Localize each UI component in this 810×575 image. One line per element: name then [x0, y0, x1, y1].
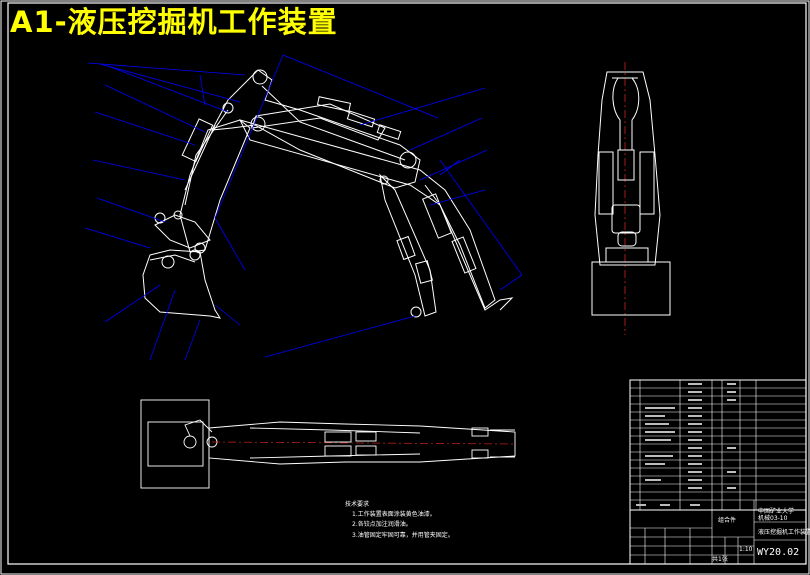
boom-cylinder: [251, 103, 386, 141]
inner-frame: [7, 2, 807, 565]
top-view-arm: [208, 421, 516, 465]
boom-foot-pin: [250, 116, 266, 132]
notes-line-3: 3.油管固定牢固可靠，并用管夹固定。: [352, 531, 454, 539]
title-block-class: 机械03-10: [758, 514, 788, 522]
parts-list-marks: [636, 383, 736, 506]
notes-line-2: 2.各铰点加注润滑油。: [352, 520, 412, 528]
rear-boom: [239, 119, 496, 309]
rear-arm-cylinder: [421, 193, 453, 239]
arm-cylinder: [181, 118, 214, 163]
front-bucket: [591, 261, 671, 316]
front-cylinder-right: [639, 151, 655, 215]
leader-lines: [84, 54, 523, 361]
title-block-drawing-no: WY20.02: [757, 547, 799, 558]
arm: [179, 119, 251, 253]
boom: [211, 69, 421, 189]
top-view: [140, 399, 516, 489]
notes-line-1: 1.工作装置表面涂装黄色油漆。: [352, 510, 436, 518]
title-block-part-name: 液压挖掘机工作装置: [758, 528, 810, 536]
notes-heading: 技术要求: [345, 500, 369, 508]
top-view-bucket: [140, 399, 210, 489]
bucket: [142, 249, 222, 319]
title-block-scale: 1:10: [739, 546, 753, 553]
title-block-material: 组合件: [718, 516, 736, 524]
technical-notes: 技术要求 1.工作装置表面涂装黄色油漆。 2.各铰点加注润滑油。 3.油管固定牢…: [345, 500, 454, 539]
title-block-sheet: 共1张: [712, 555, 728, 563]
side-view: [142, 69, 514, 319]
boom-arm-pin: [399, 151, 417, 169]
rear-boom-cylinder: [379, 173, 437, 317]
title-block-school: 中国矿业大学: [758, 507, 794, 515]
drawing-title: A1-液压挖掘机工作装置: [10, 5, 338, 39]
title-block: 中国矿业大学 机械03-10 液压挖掘机工作装置 组合件 1:10 共1张 WY…: [712, 507, 810, 563]
arm-top-pin: [222, 102, 234, 114]
bucket-link: [154, 214, 211, 249]
parts-list-table: [629, 379, 807, 565]
front-cylinder-left: [598, 151, 614, 215]
front-boom: [594, 71, 661, 266]
boom-top-pin: [252, 69, 268, 85]
front-view: [591, 62, 671, 335]
